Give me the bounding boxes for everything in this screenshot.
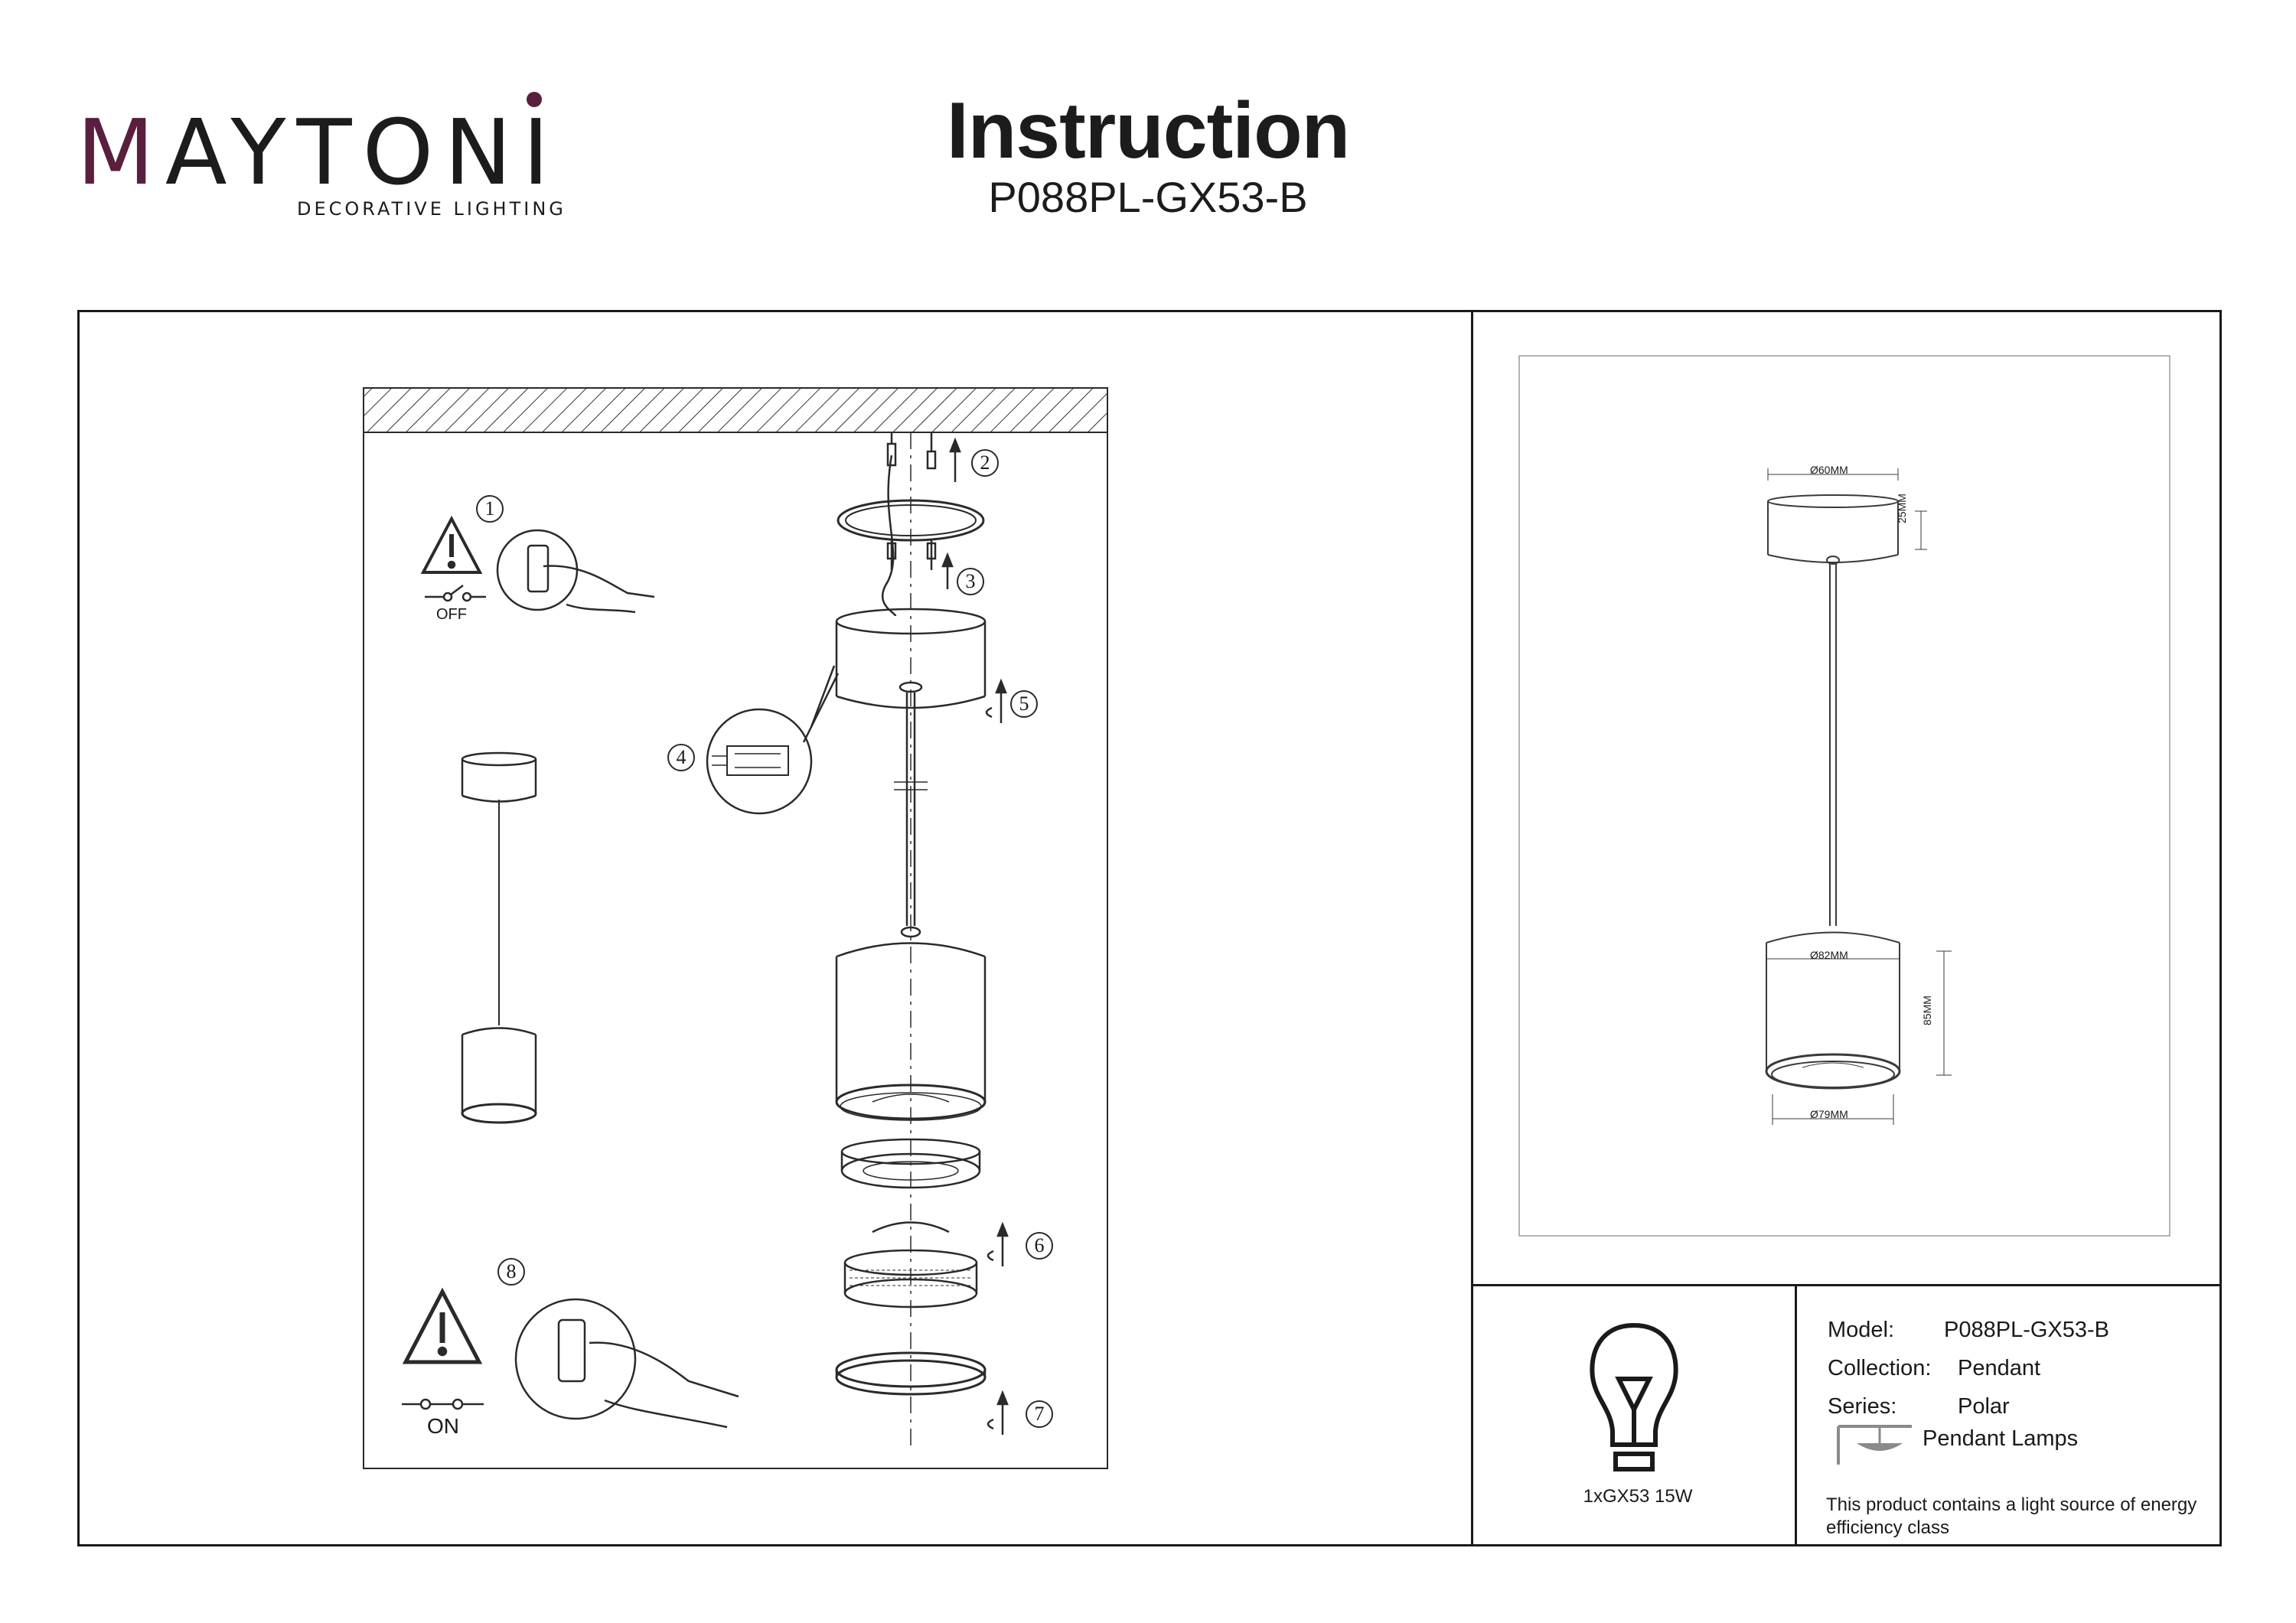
connector-detail xyxy=(706,708,813,815)
gx53-lamp-part xyxy=(843,1221,978,1309)
switch-on-label: ON xyxy=(427,1414,459,1438)
content-frame xyxy=(77,310,2222,1546)
warning-power-off-icon xyxy=(420,515,486,602)
hand-switch-on-icon xyxy=(514,1298,739,1429)
switch-off-label: OFF xyxy=(436,606,467,623)
step-number-1: 1 xyxy=(484,497,495,520)
ceiling-screws-icon xyxy=(886,432,937,470)
model-label: Model: xyxy=(1828,1318,1895,1342)
step-number-5: 5 xyxy=(1019,693,1029,715)
frame-divider-vertical xyxy=(1471,310,1473,1546)
logo-letters: AYTON xyxy=(165,99,523,205)
page-model-number: P088PL-GX53-B xyxy=(988,173,1308,221)
step-number-8: 8 xyxy=(506,1260,517,1282)
series-label: Series: xyxy=(1828,1394,1897,1419)
info-divider-vertical xyxy=(1795,1284,1797,1546)
assembled-lamp-preview xyxy=(461,751,537,1124)
shade-part xyxy=(835,942,987,1121)
step-number-2: 2 xyxy=(980,451,990,474)
collection-label: Collection: xyxy=(1828,1356,1932,1380)
logo-letter-m: M xyxy=(77,99,165,205)
step-number-4: 4 xyxy=(676,746,687,768)
mounting-ring xyxy=(837,499,985,542)
lamp-spec: 1xGX53 15W xyxy=(1583,1486,1693,1507)
step-number-7: 7 xyxy=(1034,1403,1045,1425)
category-label: Pendant Lamps xyxy=(1923,1426,2079,1451)
dim-shade-height: 85MM xyxy=(1921,996,1933,1025)
warning-power-on-icon xyxy=(402,1287,484,1410)
step-number-6: 6 xyxy=(1034,1234,1045,1256)
ceiling-hatch xyxy=(363,387,1108,433)
logo-letter-i: I xyxy=(522,99,560,205)
dim-canopy-height: 25MM xyxy=(1896,494,1908,523)
step-number-3: 3 xyxy=(965,570,976,592)
pendant-lamp-icon xyxy=(1837,1425,1912,1465)
canopy-part xyxy=(835,608,987,709)
dim-shade-diameter: Ø82MM xyxy=(1810,949,1848,961)
collection-value: Pendant xyxy=(1958,1356,2041,1380)
brand-tagline: DECORATIVE LIGHTING xyxy=(297,198,566,220)
hand-switch-off-icon xyxy=(496,529,655,614)
dim-canopy-diameter: Ø60MM xyxy=(1810,464,1848,476)
series-value: Polar xyxy=(1958,1394,2010,1419)
page-title: Instruction xyxy=(946,86,1350,175)
logo-dot-icon xyxy=(527,92,542,107)
dim-bottom-diameter: Ø79MM xyxy=(1810,1108,1848,1120)
model-value: P088PL-GX53-B xyxy=(1944,1318,2110,1342)
light-bulb-icon xyxy=(1590,1322,1678,1471)
dimension-panel xyxy=(1518,355,2170,1237)
energy-efficiency-note: This product contains a light source of … xyxy=(1826,1494,2197,1538)
frame-divider-horizontal xyxy=(1471,1284,2222,1286)
